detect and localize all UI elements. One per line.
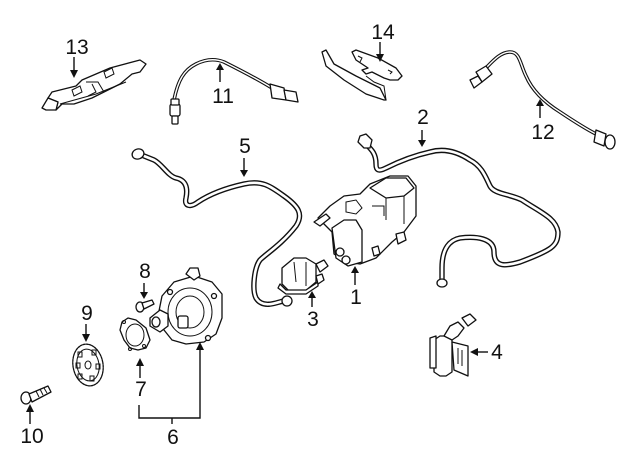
arrow-14 bbox=[376, 54, 384, 62]
arrow-11 bbox=[216, 63, 224, 70]
callout-10[interactable]: 10 bbox=[20, 425, 43, 448]
arrow-9 bbox=[82, 334, 90, 342]
callout-12[interactable]: 12 bbox=[531, 121, 554, 144]
drive-sprocket-part[interactable] bbox=[70, 342, 107, 389]
callout-11[interactable]: 11 bbox=[212, 85, 234, 108]
vent-valve-part[interactable] bbox=[429, 313, 477, 377]
arrow-2 bbox=[418, 140, 426, 147]
arrow-13 bbox=[70, 70, 78, 78]
oxygen-sensor-upstream-part[interactable] bbox=[169, 58, 299, 125]
callout-6[interactable]: 6 bbox=[167, 426, 179, 449]
leader-6 bbox=[138, 350, 201, 419]
callout-9[interactable]: 9 bbox=[81, 302, 93, 325]
callout-5[interactable]: 5 bbox=[239, 135, 251, 158]
arrow-10 bbox=[26, 404, 34, 412]
callout-14[interactable]: 14 bbox=[371, 21, 395, 44]
callout-4[interactable]: 4 bbox=[491, 341, 503, 364]
sensor-bracket-part[interactable] bbox=[321, 49, 403, 101]
callout-7[interactable]: 7 bbox=[135, 378, 147, 401]
arrow-7 bbox=[136, 358, 144, 366]
arrow-5 bbox=[240, 170, 248, 177]
arrow-4 bbox=[470, 348, 478, 356]
callout-13[interactable]: 13 bbox=[65, 36, 88, 59]
evap-canister-part[interactable] bbox=[313, 175, 417, 267]
sprocket-bolt-part[interactable] bbox=[20, 385, 52, 405]
oxygen-sensor-downstream-part[interactable] bbox=[469, 50, 616, 150]
callout-8[interactable]: 8 bbox=[139, 260, 151, 283]
callout-3[interactable]: 3 bbox=[307, 308, 319, 331]
arrow-12 bbox=[536, 99, 544, 106]
callout-2[interactable]: 2 bbox=[417, 106, 429, 129]
arrow-6 bbox=[196, 342, 204, 350]
arrow-1 bbox=[351, 266, 359, 273]
pump-bolt-part[interactable] bbox=[135, 299, 155, 313]
arrow-8 bbox=[140, 292, 148, 299]
vapor-hose-purge-part[interactable] bbox=[131, 147, 303, 307]
vapor-hose-canister-part[interactable] bbox=[357, 133, 561, 288]
pump-gasket-part[interactable] bbox=[119, 317, 151, 351]
vacuum-pump-assembly-part[interactable] bbox=[149, 267, 223, 345]
purge-valve-part[interactable] bbox=[277, 257, 329, 295]
callout-1[interactable]: 1 bbox=[350, 286, 362, 309]
heat-shield-part[interactable] bbox=[41, 59, 147, 111]
arrow-3 bbox=[308, 291, 316, 298]
